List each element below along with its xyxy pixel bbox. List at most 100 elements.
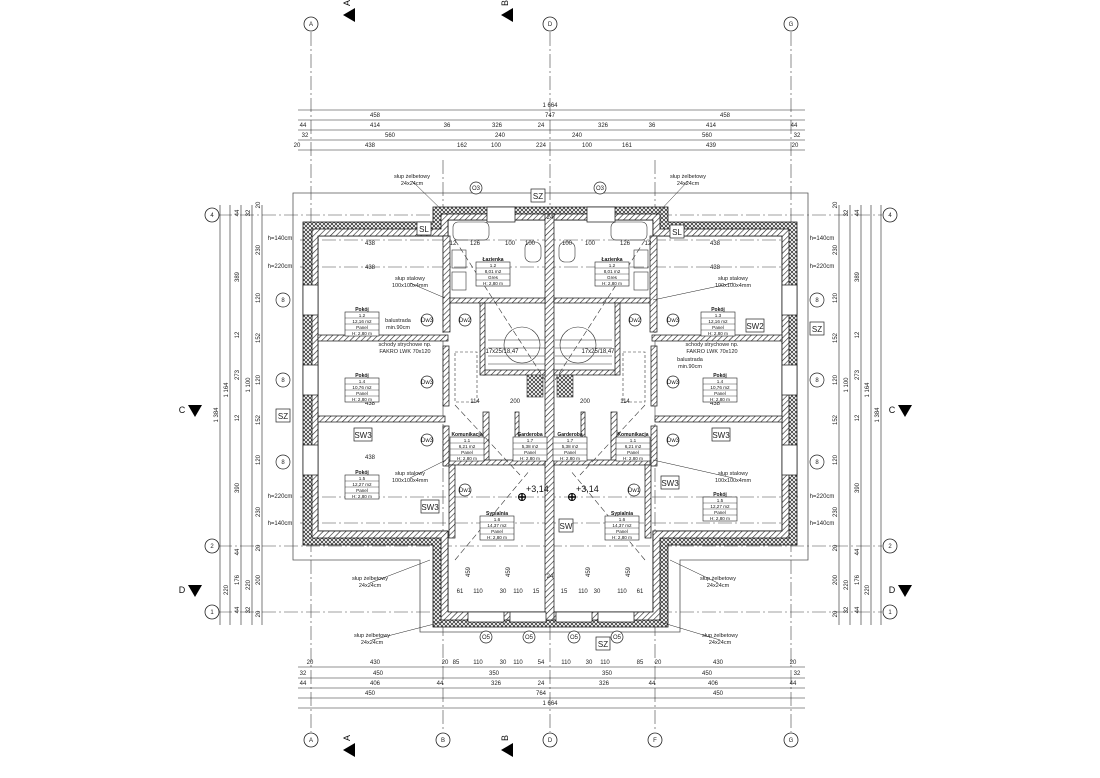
tag-label: SW3 [712,431,730,440]
dimension-label: 20 [442,660,449,666]
dimension-label: 32 [794,671,801,677]
dimension-label: 350 [602,671,613,677]
dimension-label: 220 [865,584,871,595]
dimension-label: 350 [489,671,500,677]
dimension-label: 20 [256,610,262,617]
dimension-label: 20 [833,610,839,617]
dimension-label: 438 [365,265,376,271]
note-rc-column-line2: 24x24cm [359,583,382,589]
dimension-label: 120 [256,374,262,385]
dimension-label: 100 [525,241,536,247]
dimension-label: 110 [473,589,483,595]
stairs-label: 17x25/18,47 [485,349,519,355]
dimension-label: 24 [547,574,554,580]
dimension-label: 459 [626,566,632,577]
dimension-label: 176 [235,574,241,585]
dimension-label: 200 [510,399,521,405]
window-mark: O5 [479,630,493,644]
grid-bubble-top: G [783,16,799,32]
dimension-label: 220 [844,579,850,590]
grid-bubble-bottom: D [542,732,558,748]
section-marker-b-bottom: B [500,735,513,757]
room-floor: Panel [564,450,576,455]
sill-height-label: h=220cm [810,264,835,270]
room-floor: Gres [488,275,499,280]
room-name: Garderoba [557,432,583,438]
tag-label: SW [560,522,573,531]
dimension-label: 44 [235,548,241,555]
dimension-label: 439 [706,143,717,149]
dimension-label: 230 [833,506,839,517]
dimension-label: 326 [599,681,610,687]
room-num: 1.5 [717,498,724,503]
tag-label: SZ [598,640,608,649]
dimension-label: 110 [600,660,610,666]
sill-height-label: h=220cm [268,264,293,270]
room-num: 1.1 [630,438,637,443]
dimension-label: 44 [855,606,861,613]
dimension-label: 30 [586,660,593,666]
grid-bubble-right: 1 [882,604,898,620]
dimension-label: 20 [655,660,662,666]
note-railing-line2: min.90cm [386,325,410,331]
room-floor: Panel [627,450,639,455]
dimension-label: 390 [855,482,861,493]
note-rc-column-line1: słup żelbetowy [354,633,390,639]
room-height: H: 2,80 m [710,397,730,402]
mark-label: Dw2 [629,318,642,324]
dimension-label: 458 [370,113,381,119]
roof-outline [292,192,809,633]
mark-label: Dw3 [421,438,434,444]
room-num: 1.7 [527,438,534,443]
dimension-label: 438 [365,241,376,247]
door-mark: Dw2 [628,313,642,327]
note-steel-column-line1: słup stalowy [718,276,748,282]
dimension-label: 200 [256,574,262,585]
dimension-label: 120 [833,374,839,385]
grid-bubble-bottom: A [303,732,319,748]
stairs-label: 17x25/18,47 [581,349,615,355]
dimension-label: 1 384 [214,407,220,423]
room-height: H: 2,80 m [560,456,580,461]
dimension-label: 85 [637,660,644,666]
note-steel-column-line2: 100x100x4mm [715,283,751,289]
room-floor: Panel [356,391,368,396]
room-height: H: 2,80 m [483,281,503,286]
room-num: 1.1 [464,438,471,443]
room-height: H: 2,80 m [612,535,632,540]
dimension-label: 12 [645,241,652,247]
leader-line [409,282,446,299]
tag-label: SL [419,225,429,234]
tag-label: SZ [812,325,822,334]
room-area: 14,37 m2 [487,523,507,528]
room-num: 1.6 [619,517,626,522]
element-tag: SW2 [745,318,765,333]
dimension-label: 85 [453,660,460,666]
level-mark: +3,14 [568,484,599,501]
room-floor: Gres [607,275,618,280]
room-height: H: 2,80 m [710,516,730,521]
dimension-label: 438 [710,265,721,271]
dimension-label: 438 [365,455,376,461]
element-tag: SL [669,224,685,239]
dimension-label: 32 [246,209,252,216]
dimension-label: 220 [224,584,230,595]
room-name: Pokój [355,373,369,379]
dimension-label: 1 664 [542,701,558,707]
mark-label: 8 [281,298,285,304]
mark-label: 8 [281,378,285,384]
tag-label: SZ [533,192,543,201]
room-area: 5,38 m2 [562,444,579,449]
dimension-label: 224 [536,143,547,149]
note-steel-column-line1: słup stalowy [718,471,748,477]
dimension-label: 44 [235,209,241,216]
dimension-label: 390 [235,482,241,493]
grid-label: A [309,738,313,744]
dimension-label: 450 [365,691,376,697]
room-height: H: 2,80 m [602,281,622,286]
dimension-label: 100 [505,241,516,247]
dimension-label: 32 [844,209,850,216]
room-height: H: 2,80 m [352,397,372,402]
